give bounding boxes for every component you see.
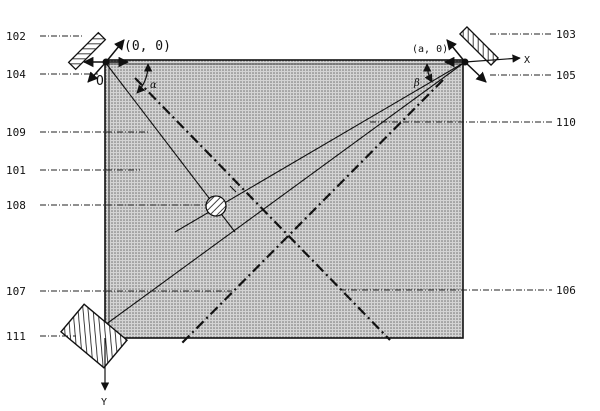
arrow-105-up-left bbox=[446, 39, 466, 63]
arrow-104-up-right bbox=[105, 39, 125, 63]
ref-102: 102 bbox=[6, 30, 26, 43]
ref-107: 107 bbox=[6, 285, 26, 298]
dash-dot-line-106 bbox=[134, 77, 391, 341]
angle-alpha-label: α bbox=[150, 80, 157, 91]
origin-coord-label: (0, 0) bbox=[124, 39, 171, 54]
angle-alpha-arc bbox=[136, 63, 153, 94]
angle-beta-label: β bbox=[413, 78, 420, 89]
ref-104: 104 bbox=[6, 68, 26, 81]
touch-panel bbox=[104, 59, 464, 339]
perpendicular-mark bbox=[229, 185, 237, 193]
ref-110: 110 bbox=[556, 116, 576, 129]
ref-108: 108 bbox=[6, 199, 26, 212]
dash-dot-line-107 bbox=[179, 79, 444, 346]
mirror-102 bbox=[67, 31, 107, 71]
ref-101: 101 bbox=[6, 164, 26, 177]
light-path-111 bbox=[104, 61, 466, 326]
x-axis-arrow bbox=[464, 54, 521, 63]
ref-111: 111 bbox=[6, 330, 26, 343]
y-axis-label: Y bbox=[101, 397, 107, 408]
ref-109: 109 bbox=[6, 126, 26, 139]
ref-103: 103 bbox=[556, 28, 576, 41]
arrow-104-down-left bbox=[87, 61, 107, 83]
touch-object bbox=[205, 195, 227, 217]
angle-beta-arc bbox=[422, 63, 433, 83]
ref-105: 105 bbox=[556, 69, 576, 82]
origin-o-label: O bbox=[96, 74, 104, 89]
ref-106: 106 bbox=[556, 284, 576, 297]
mirror-103 bbox=[458, 25, 500, 67]
arrow-105-down-right bbox=[464, 61, 487, 83]
x-axis-label: X bbox=[524, 55, 530, 66]
mirror-111 bbox=[59, 303, 129, 369]
right-coord-label: (a, 0) bbox=[412, 44, 448, 55]
